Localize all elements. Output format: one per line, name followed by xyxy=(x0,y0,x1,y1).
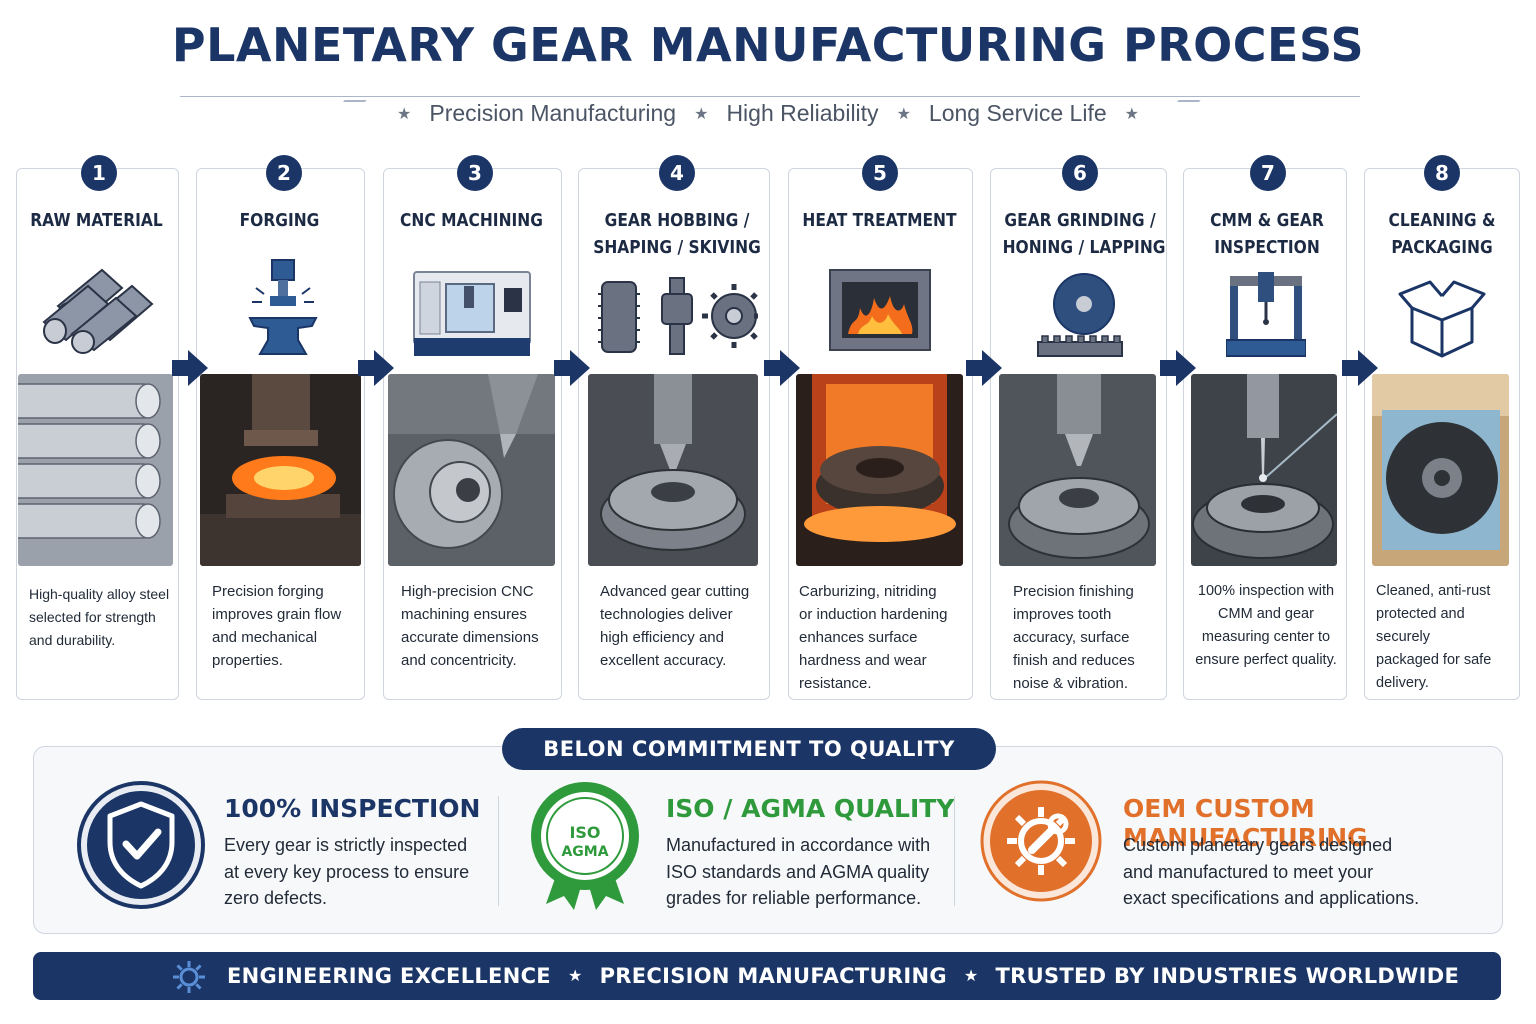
title-divider xyxy=(180,96,1360,97)
step-title: CNC MACHINING xyxy=(400,210,543,231)
star-icon: ★ xyxy=(397,106,412,123)
arrow-right-icon xyxy=(1160,350,1196,386)
step-title: HEAT TREATMENT xyxy=(802,210,957,231)
forging-press-icon xyxy=(248,259,318,355)
footer-item-2: PRECISION MANUFACTURING xyxy=(599,964,947,988)
box-icon xyxy=(1398,280,1486,358)
gear-cutting-tools-icon xyxy=(598,277,758,355)
steel-bars-icon xyxy=(42,268,154,354)
step-title: FORGING xyxy=(239,210,320,231)
gear-icon xyxy=(173,961,205,993)
star-icon: ★ xyxy=(963,966,979,985)
footer-item-1: ENGINEERING EXCELLENCE xyxy=(227,964,551,988)
step-number: 4 xyxy=(659,155,695,191)
arrow-right-icon xyxy=(1342,350,1378,386)
step-title: CLEANING &PACKAGING xyxy=(1388,210,1496,258)
seal-text-iso: ISO xyxy=(569,823,600,842)
gear-hobbing-photo xyxy=(588,374,758,566)
arrow-right-icon xyxy=(172,350,208,386)
quality-title-iso: ISO / AGMA QUALITY xyxy=(666,794,955,823)
tagline-2: High Reliability xyxy=(726,100,879,126)
page-title: PLANETARY GEAR MANUFACTURING PROCESS xyxy=(171,18,1365,72)
step-number: 2 xyxy=(266,155,302,191)
star-icon: ★ xyxy=(567,966,583,985)
quality-title-oem: OEM CUSTOM MANUFACTURING xyxy=(1123,794,1368,852)
cmm-machine-icon xyxy=(1226,272,1306,357)
footer-item-3: TRUSTED BY INDUSTRIES WORLDWIDE xyxy=(995,964,1460,988)
heat-treatment-photo xyxy=(796,374,963,566)
arrow-right-icon xyxy=(966,350,1002,386)
furnace-icon xyxy=(829,269,931,351)
step-number: 3 xyxy=(457,155,493,191)
cnc-machining-photo xyxy=(388,374,555,566)
footer-text: ENGINEERING EXCELLENCE ★ PRECISION MANUFAC… xyxy=(227,952,1459,1002)
step-number: 7 xyxy=(1250,155,1286,191)
step-number: 8 xyxy=(1424,155,1460,191)
step-number: 5 xyxy=(862,155,898,191)
shield-check-icon xyxy=(77,781,205,909)
tagline-1: Precision Manufacturing xyxy=(429,100,677,126)
arrow-right-icon xyxy=(764,350,800,386)
star-icon: ★ xyxy=(694,106,709,123)
grinding-wheel-icon xyxy=(1037,273,1123,357)
tagline: ★ Precision Manufacturing ★ High Reliabilit… xyxy=(0,100,1536,127)
step-title: RAW MATERIAL xyxy=(30,210,163,231)
packaging-photo xyxy=(1372,374,1509,566)
cnc-machine-icon xyxy=(413,271,531,356)
star-icon: ★ xyxy=(1124,106,1139,123)
step-title: GEAR GRINDING /HONING / LAPPING xyxy=(1002,210,1166,258)
iso-agma-seal-icon: ISO AGMA xyxy=(531,782,639,910)
raw-material-photo xyxy=(18,374,173,566)
gear-wrench-icon xyxy=(980,780,1102,902)
quality-badge: BELON COMMITMENT TO QUALITY xyxy=(502,728,996,770)
step-number: 1 xyxy=(81,155,117,191)
star-icon: ★ xyxy=(896,106,911,123)
forging-photo xyxy=(200,374,361,566)
step-number: 6 xyxy=(1062,155,1098,191)
arrow-right-icon xyxy=(554,350,590,386)
section-divider xyxy=(954,796,955,906)
cmm-inspection-photo xyxy=(1191,374,1337,566)
gear-grinding-photo xyxy=(999,374,1156,566)
section-divider xyxy=(498,796,499,906)
quality-commitment-panel xyxy=(33,746,1503,934)
step-title: GEAR HOBBING /SHAPING / SKIVING xyxy=(593,210,761,258)
arrow-right-icon xyxy=(358,350,394,386)
quality-title-inspection: 100% INSPECTION xyxy=(224,794,481,823)
seal-text-agma: AGMA xyxy=(561,844,608,860)
tagline-3: Long Service Life xyxy=(928,100,1107,126)
footer-banner: ENGINEERING EXCELLENCE ★ PRECISION MANUFAC… xyxy=(33,952,1501,1000)
